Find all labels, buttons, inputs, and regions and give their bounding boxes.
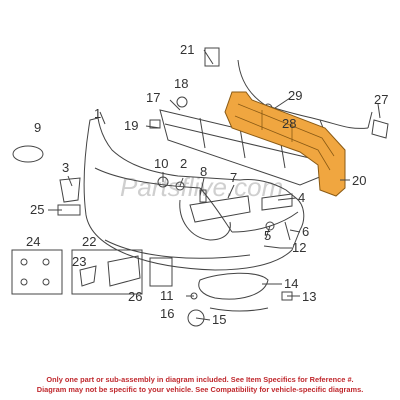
callout-12: 12 — [292, 240, 306, 255]
callout-21: 21 — [180, 42, 194, 57]
clip-5 — [265, 221, 275, 231]
nut-2 — [175, 181, 185, 191]
disclaimer-notice: Only one part or sub-assembly in diagram… — [0, 369, 400, 400]
bolt-6 — [284, 221, 291, 241]
grille-insert-7 — [189, 195, 251, 223]
screw-24a — [20, 258, 28, 266]
callout-26: 26 — [128, 289, 142, 304]
callout-15: 15 — [212, 312, 226, 327]
callout-24: 24 — [26, 234, 40, 249]
callout-18: 18 — [174, 76, 188, 91]
disclaimer-line-1: Only one part or sub-assembly in diagram… — [46, 375, 354, 384]
callout-11: 11 — [160, 288, 174, 303]
upper-bracket — [204, 47, 220, 67]
callout-20: 20 — [352, 173, 366, 188]
module-26 — [149, 257, 173, 287]
callout-13: 13 — [302, 289, 316, 304]
retainer-23b — [79, 265, 97, 287]
callout-7: 7 — [230, 170, 237, 185]
callout-16: 16 — [160, 306, 174, 321]
callout-28: 28 — [282, 116, 296, 131]
clip-19 — [149, 119, 161, 129]
molding-16 — [209, 307, 269, 312]
callout-23: 23 — [72, 254, 86, 269]
group-24-box — [11, 249, 63, 295]
callout-17: 17 — [146, 90, 160, 105]
callout-19: 19 — [124, 118, 138, 133]
retainer-25 — [57, 204, 81, 216]
group-22-box — [71, 249, 143, 295]
screw-24c — [20, 278, 28, 286]
callout-9: 9 — [34, 120, 41, 135]
callout-6: 6 — [302, 224, 309, 239]
disclaimer-line-2: Diagram may not be specific to your vehi… — [36, 385, 364, 394]
bracket-4 — [261, 193, 293, 211]
ford-emblem-9 — [12, 145, 44, 163]
callout-5: 5 — [264, 228, 271, 243]
callout-4: 4 — [298, 190, 305, 205]
callout-14: 14 — [284, 276, 298, 291]
screw-24d — [42, 278, 50, 286]
bumper-cover — [83, 117, 305, 271]
callout-25: 25 — [30, 202, 44, 217]
license-bracket-23 — [107, 255, 141, 287]
rivet-12 — [263, 245, 281, 249]
callout-1: 1 — [94, 106, 101, 121]
callout-29: 29 — [288, 88, 302, 103]
callout-22: 22 — [82, 234, 96, 249]
fog-lamp-15 — [187, 309, 205, 327]
callout-8: 8 — [200, 164, 207, 179]
screw-24b — [42, 258, 50, 266]
callout-2: 2 — [180, 156, 187, 171]
fog-bezel-14 — [198, 272, 269, 300]
callout-10: 10 — [154, 156, 168, 171]
bolt-18 — [176, 96, 188, 108]
sensor-27 — [371, 119, 389, 139]
callout-3: 3 — [62, 160, 69, 175]
bumper-reinforcement-20 — [224, 91, 346, 197]
callout-27: 27 — [374, 92, 388, 107]
bracket-3 — [59, 177, 81, 203]
